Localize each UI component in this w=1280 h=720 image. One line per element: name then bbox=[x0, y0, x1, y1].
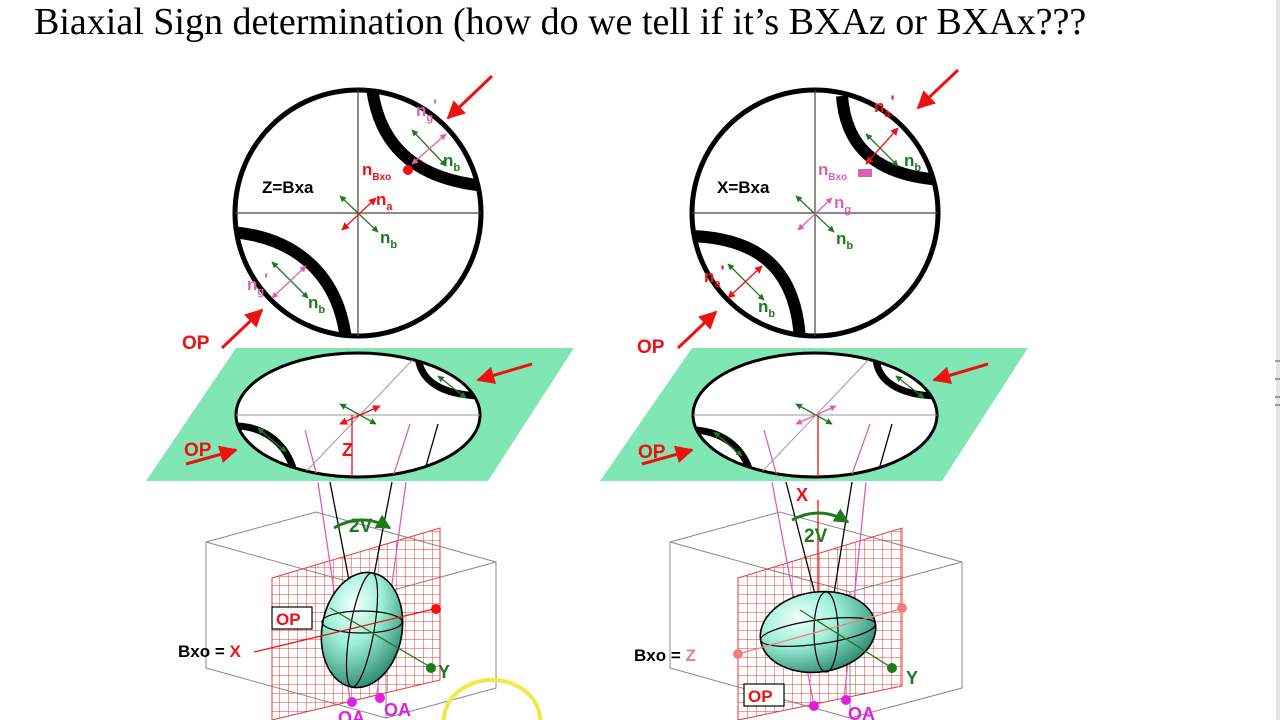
melatope-mark bbox=[858, 169, 872, 177]
label-nb-upper: nb bbox=[904, 151, 921, 174]
oa-label-left-2: OA bbox=[384, 700, 411, 720]
op-arrow-left-stage bbox=[185, 445, 238, 466]
right-block: X 2V OP Bxo = Z Y OA bbox=[634, 481, 963, 720]
label-n-g: ng bbox=[834, 193, 851, 216]
scrollbar-tick bbox=[1275, 396, 1280, 398]
light-arrow-upper-left-net bbox=[446, 74, 494, 120]
label-nb-upper: nb bbox=[443, 151, 460, 174]
scrollbar-tick bbox=[1275, 378, 1280, 380]
op-label-right-stage: OP bbox=[638, 442, 666, 463]
left-stage: OP Z bbox=[146, 348, 574, 481]
op-label-left-net: OP bbox=[182, 333, 210, 354]
light-arrow-right-stage bbox=[932, 362, 989, 385]
oa-label-right: OA bbox=[848, 704, 875, 720]
left-block: 2V OP Bxo = X Y OA OA bbox=[178, 481, 497, 720]
label-nb-lower: nb bbox=[308, 293, 325, 316]
melatope-dot bbox=[403, 165, 413, 175]
isogyre-lower-left bbox=[692, 230, 806, 336]
scrollbar-tick bbox=[1275, 360, 1280, 362]
right-stage: OP bbox=[600, 348, 1028, 481]
label-x-bxa: X=Bxa bbox=[717, 178, 770, 197]
y-axis-label-left: Y bbox=[438, 662, 450, 682]
op-label-left-stage: OP bbox=[184, 440, 212, 461]
oa-label-left-1: OA bbox=[338, 708, 365, 720]
label-z-bxa: Z=Bxa bbox=[262, 178, 314, 197]
label-nb-center: nb bbox=[380, 228, 397, 251]
light-arrow-left-stage bbox=[476, 362, 533, 385]
label-ng-prime-upper: ng' bbox=[416, 96, 437, 124]
left-stereonet: ng' nb Z=Bxa nBxo na nb ng' nb bbox=[232, 87, 484, 339]
label-ng-prime-lower: ng' bbox=[247, 270, 268, 298]
x-axis-label-right: X bbox=[796, 485, 808, 505]
op-arrow-right-stage bbox=[641, 445, 694, 466]
bxo-label-left: Bxo = X bbox=[178, 642, 242, 661]
right-stereonet: na' nb X=Bxa nBxo ng nb na' nb bbox=[689, 87, 941, 339]
label-n-bxo: nBxo bbox=[818, 160, 847, 183]
angle-2v-right: 2V bbox=[804, 526, 828, 547]
angle-2v-left: 2V bbox=[349, 516, 373, 537]
light-arrow-upper-right-net bbox=[916, 68, 960, 110]
label-nb-center: nb bbox=[836, 229, 853, 252]
label-n-a: na bbox=[376, 190, 393, 213]
cursor-highlight bbox=[442, 678, 542, 720]
y-axis-label-right: Y bbox=[906, 668, 918, 688]
op-box-left: OP bbox=[276, 610, 301, 629]
op-arrow-right-net bbox=[676, 310, 718, 350]
label-nb-lower: nb bbox=[758, 297, 775, 320]
slide-title: Biaxial Sign determination (how do we te… bbox=[34, 1, 1087, 43]
isogyre-lower-left bbox=[235, 226, 352, 336]
isogyre-upper-right bbox=[366, 90, 481, 192]
z-label-left-stage: Z bbox=[342, 440, 353, 460]
op-arrow-left-net bbox=[220, 308, 264, 350]
label-na-prime-lower: na' bbox=[704, 262, 725, 290]
scrollbar-tick bbox=[1275, 404, 1280, 406]
op-box-right: OP bbox=[748, 687, 773, 706]
label-na-prime-upper: na' bbox=[874, 92, 895, 120]
bxo-label-right: Bxo = Z bbox=[634, 646, 696, 665]
label-n-bxo: nBxo bbox=[362, 160, 391, 183]
op-label-right-net: OP bbox=[637, 337, 665, 358]
